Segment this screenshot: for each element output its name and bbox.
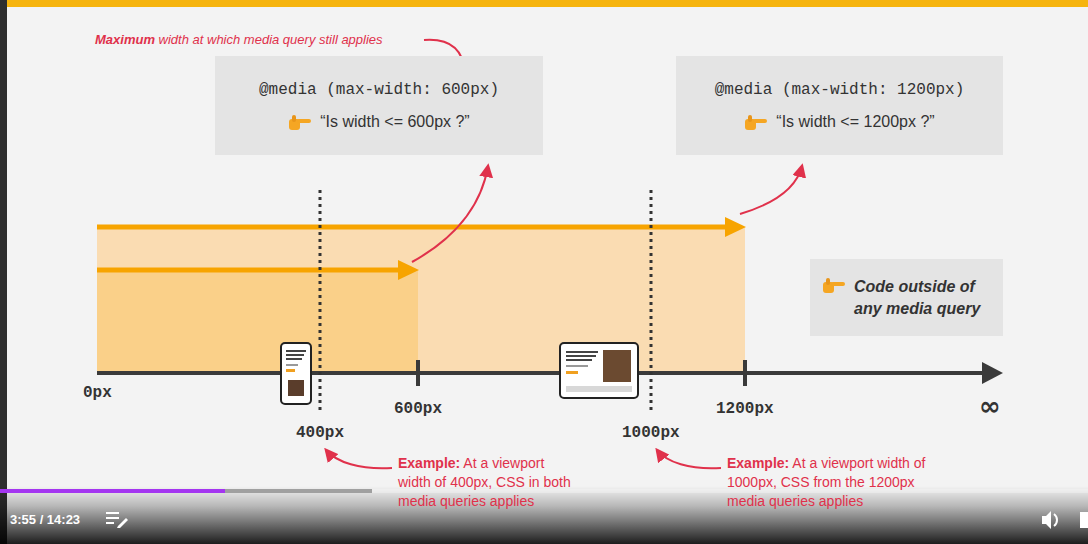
- emphasis: Example:: [727, 455, 789, 471]
- phone-icon: [281, 343, 311, 404]
- range-600: [97, 270, 418, 373]
- media-query-code: @media (max-width: 600px): [259, 81, 499, 99]
- arrow-head: [725, 217, 746, 237]
- text-row: Code outside of any media query: [822, 276, 991, 320]
- pointing-hand-icon: [288, 113, 312, 131]
- note-text: Code outside of any media query: [854, 276, 991, 320]
- player-control: [1080, 512, 1088, 528]
- arrow-head: [398, 260, 419, 280]
- annotation: Maximum width at which media query still…: [95, 32, 383, 47]
- callout-arrow: [326, 450, 392, 468]
- example-note: Example: At a viewport width of 400px, C…: [398, 454, 580, 511]
- axis-head: [982, 362, 1003, 384]
- callout-arrow: [740, 166, 802, 214]
- tablet-icon: [560, 343, 638, 398]
- progress-played: [0, 489, 225, 493]
- media-query-box: @media (max-width: 1200px) “Is width <= 1…: [676, 56, 1003, 155]
- media-query-code: @media (max-width: 1200px): [715, 81, 965, 99]
- text-row: @media (max-width: 1200px): [715, 81, 965, 113]
- emphasis: Example:: [398, 455, 460, 471]
- range-arrow: [97, 225, 728, 230]
- left-edge: [0, 0, 7, 544]
- text-row: @media (max-width: 600px): [259, 81, 499, 113]
- range-1200: [97, 227, 745, 373]
- axis-tick: [743, 360, 747, 386]
- axis-label: 1000px: [622, 424, 680, 442]
- viewport-marker: [650, 190, 653, 412]
- note-box: Code outside of any media query: [810, 259, 1003, 336]
- axis-line: [97, 371, 984, 375]
- question-text: “Is width <= 1200px ?”: [776, 113, 934, 131]
- pointing-hand-icon: [744, 113, 768, 131]
- text-row: “Is width <= 1200px ?”: [744, 113, 934, 131]
- callout-arrow: [657, 450, 721, 468]
- callout-arrow: [412, 166, 488, 262]
- question-text: “Is width <= 600px ?”: [320, 113, 469, 131]
- media-query-box: @media (max-width: 600px) “Is width <= 60…: [215, 56, 543, 155]
- range-arrow: [97, 268, 401, 273]
- axis-tick: [416, 360, 420, 386]
- text-row: “Is width <= 600px ?”: [288, 113, 469, 131]
- top-bar: [0, 0, 1088, 7]
- example-note: Example: At a viewport width of 1000px, …: [727, 454, 942, 511]
- playlist-icon: [106, 512, 128, 528]
- video-time: 3:55 / 14:23: [10, 512, 80, 527]
- axis-label: 400px: [296, 424, 344, 442]
- axis-label: ∞: [979, 393, 1001, 419]
- axis-label: 1200px: [716, 400, 774, 418]
- progress-buffer: [0, 489, 372, 493]
- axis-label: 600px: [394, 400, 442, 418]
- volume-icon: [1042, 511, 1057, 529]
- viewport-marker: [319, 190, 322, 412]
- player-shade: [0, 486, 1088, 544]
- axis-label: 0px: [83, 384, 112, 402]
- emphasis: Maximum: [95, 32, 155, 47]
- pointing-hand-icon: [822, 276, 846, 294]
